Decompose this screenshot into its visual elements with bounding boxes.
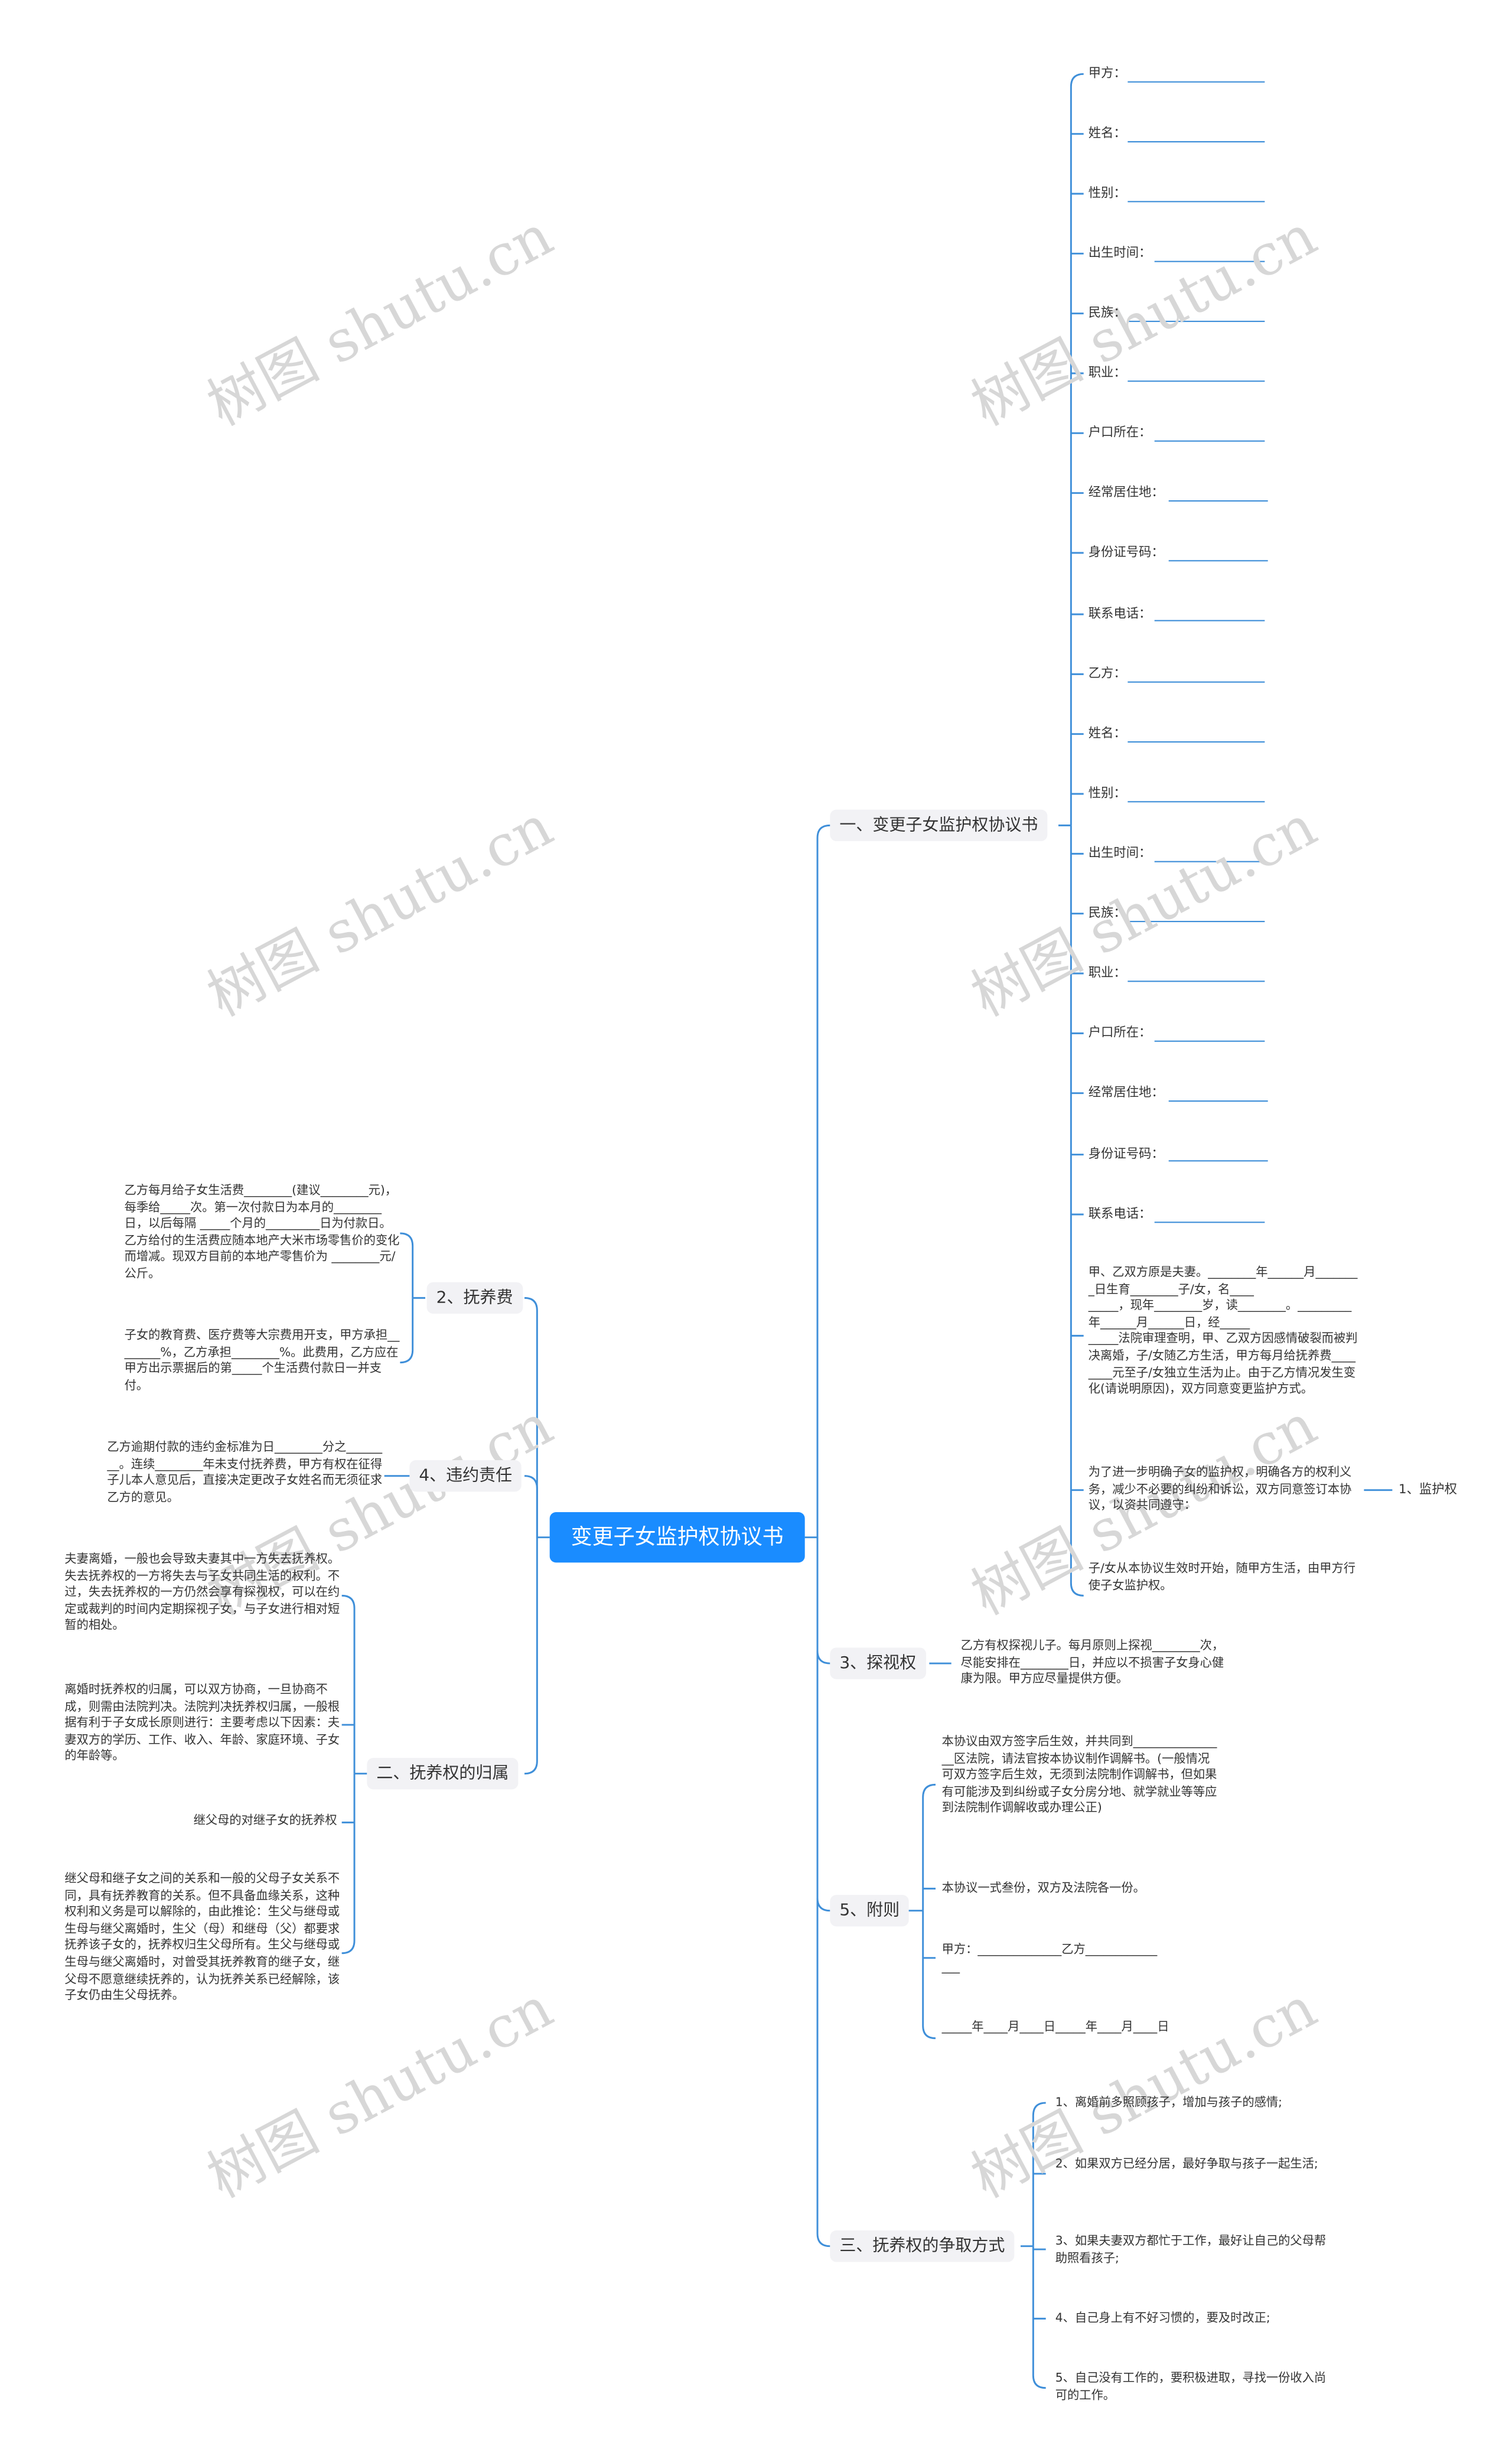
leaf-text: 甲、乙双方原是夫妻。________年______月________日生育___…	[1088, 1265, 1358, 1396]
leaf-text: 继父母的对继子女的抚养权	[193, 1813, 337, 1828]
field-label: 出生时间：	[1088, 846, 1152, 861]
branch-liability[interactable]: 4、违约责任	[409, 1460, 522, 1492]
field-label: 身份证号码：	[1088, 545, 1164, 559]
leaf-text: 本协议一式叁份，双方及法院各一份。	[941, 1881, 1145, 1895]
leaf-text: 为了进一步明确子女的监护权，明确各方的权利义务，减少不必要的纠纷和诉讼，双方同意…	[1088, 1465, 1352, 1513]
branch-custody-ownership[interactable]: 二、抚养权的归属	[367, 1758, 519, 1790]
field-label: 姓名：	[1088, 126, 1126, 141]
field-label: 性别：	[1088, 786, 1126, 800]
branch-visitation[interactable]: 3、探视权	[830, 1647, 926, 1679]
field-label: 甲方：	[1088, 66, 1126, 81]
leaf-text: 夫妻离婚，一般也会导致夫妻其中一方失去抚养权。失去抚养权的一方将失去与子女共同生…	[64, 1551, 340, 1633]
leaf-text: 乙方有权探视儿子。每月原则上探视________次，尽能安排在________日…	[960, 1638, 1224, 1686]
field-label: 联系电话：	[1088, 1206, 1152, 1221]
list-item: 3、如果夫妻双方都忙于工作，最好让自己的父母帮助照看孩子;	[1055, 2233, 1327, 2265]
field-label: 姓名：	[1088, 726, 1126, 741]
field-label: 户口所在：	[1088, 425, 1152, 440]
branch-change-custody-agreement[interactable]: 一、变更子女监护权协议书	[830, 809, 1048, 842]
branch-custody-strategies[interactable]: 三、抚养权的争取方式	[830, 2230, 1015, 2262]
field-label: 经常居住地：	[1088, 485, 1164, 500]
list-item: 1、离婚前多照顾孩子，增加与孩子的感情;	[1055, 2095, 1282, 2109]
root-topic[interactable]: 变更子女监护权协议书	[549, 1512, 805, 1563]
leaf-text: 继父母和继子女之间的关系和一般的父母子女关系不同，具有抚养教育的关系。但不具备血…	[64, 1871, 340, 2002]
field-label: 出生时间：	[1088, 246, 1152, 260]
leaf-text: 子女的教育费、医疗费等大宗费用开支，甲方承担________%，乙方承担____…	[124, 1328, 400, 1392]
leaf-text: _____年____月____日_____年____月____日	[941, 2019, 1169, 2034]
field-label: 职业：	[1088, 965, 1126, 980]
leaf-text: 乙方逾期付款的违约金标准为日________分之________。连续_____…	[107, 1439, 383, 1504]
field-label: 乙方：	[1088, 666, 1126, 681]
field-label: 职业：	[1088, 365, 1126, 380]
sub-topic-custody[interactable]: 1、监护权	[1399, 1482, 1457, 1497]
field-label: 性别：	[1088, 185, 1126, 200]
list-item: 4、自己身上有不好习惯的，要及时改正;	[1055, 2311, 1270, 2326]
field-label: 民族：	[1088, 906, 1126, 920]
list-item: 2、如果双方已经分居，最好争取与孩子一起生活;	[1055, 2156, 1318, 2171]
branch-child-support[interactable]: 2、抚养费	[426, 1282, 523, 1314]
field-label: 经常居住地：	[1088, 1085, 1164, 1100]
branch-supplementary[interactable]: 5、附则	[830, 1895, 910, 1927]
leaf-text: 子/女从本协议生效时开始，随甲方生活，由甲方行使子女监护权。	[1088, 1561, 1356, 1592]
leaf-text: 本协议由双方签字后生效，并共同到________________区法院，请法官按…	[941, 1734, 1217, 1816]
leaf-text: 甲方：______________乙方____________ ___	[941, 1942, 1158, 1973]
list-item: 5、自己没有工作的，要积极进取，寻找一份收入尚可的工作。	[1055, 2370, 1327, 2402]
field-label: 户口所在：	[1088, 1025, 1152, 1040]
leaf-text: 乙方每月给子女生活费________(建议________元)，每季给_____…	[124, 1183, 400, 1281]
field-label: 联系电话：	[1088, 606, 1152, 621]
leaf-text: 离婚时抚养权的归属，可以双方协商，一旦协商不成，则需由法院判决。法院判决抚养权归…	[64, 1682, 340, 1764]
field-label: 身份证号码：	[1088, 1147, 1164, 1161]
field-label: 民族：	[1088, 305, 1126, 320]
